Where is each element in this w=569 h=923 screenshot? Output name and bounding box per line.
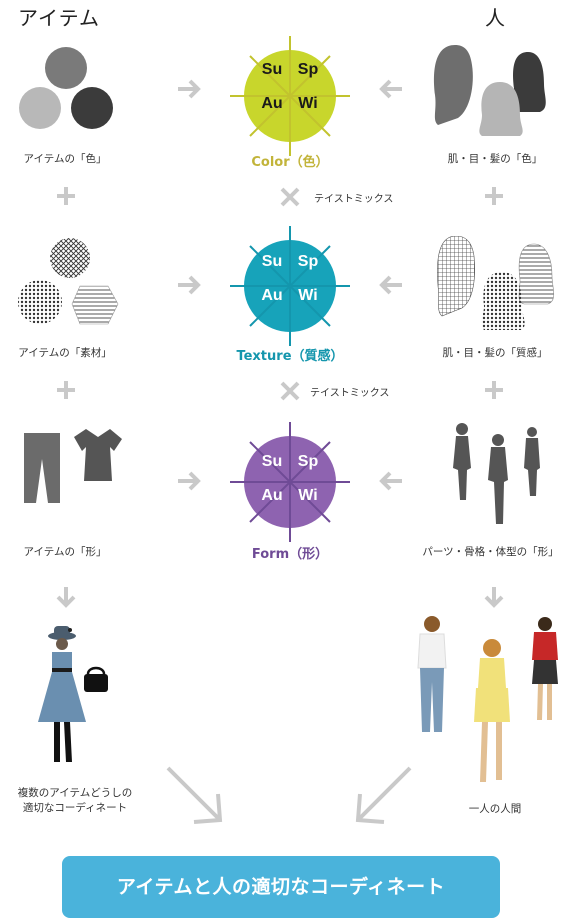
bottom-left-label-line2: 適切なコーディネート [22, 802, 128, 814]
arrow-right-icon [178, 79, 201, 99]
form-season-wheel: Su Sp Au Wi [230, 422, 350, 542]
arrow-left-icon [379, 275, 402, 295]
texture-label: Texture（質感） [236, 349, 344, 364]
bottom-right-label: 一人の人間 [468, 803, 522, 815]
season-au-label: Au [261, 95, 282, 112]
person-form-label: パーツ・骨格・体型の「形」 [422, 546, 559, 558]
arrow-left-icon [379, 79, 402, 99]
form-label: Form（形） [251, 547, 329, 562]
cross-icon [280, 381, 300, 401]
plus-icon [57, 381, 75, 399]
season-wi-label: Wi [298, 487, 317, 504]
season-su-label: Su [262, 61, 282, 78]
item-form-label: アイテムの「形」 [23, 546, 107, 558]
item-color-label: アイテムの「色」 [23, 153, 107, 165]
season-wi-label: Wi [298, 287, 317, 304]
person-texture-label: 肌・目・髪の「質感」 [442, 347, 548, 359]
season-au-label: Au [261, 487, 282, 504]
arrow-down-icon [56, 587, 76, 608]
hair-texture-silhouettes-icon [437, 236, 555, 330]
coordinated-outfit-illustration [38, 626, 108, 762]
season-au-label: Au [261, 287, 282, 304]
season-wi-label: Wi [298, 95, 317, 112]
season-su-label: Su [262, 453, 282, 470]
arrow-diagonal-down-left-icon [355, 766, 412, 824]
person-color-label: 肌・目・髪の「色」 [447, 153, 543, 165]
season-sp-label: Sp [298, 453, 319, 470]
cross-icon [280, 187, 300, 207]
texture-season-wheel: Su Sp Au Wi [230, 226, 350, 346]
plus-icon [57, 187, 75, 205]
arrow-down-icon [484, 587, 504, 608]
season-su-label: Su [262, 253, 282, 270]
taste-mix-label: テイストミックス [314, 194, 394, 205]
color-season-wheel: Su Sp Au Wi [230, 36, 350, 156]
arrow-diagonal-down-right-icon [166, 766, 223, 824]
season-sp-label: Sp [298, 61, 319, 78]
color-label: Color（色） [251, 155, 329, 170]
plus-icon [485, 187, 503, 205]
item-header: アイテム [18, 6, 100, 30]
item-texture-label: アイテムの「素材」 [18, 347, 112, 359]
arrow-right-icon [178, 471, 201, 491]
item-color-circles-icon [19, 47, 113, 129]
body-form-silhouettes-icon [453, 423, 540, 524]
bottom-left-label: 複数のアイテムどうしの 適切なコーディネート [0, 786, 150, 816]
plus-icon [485, 381, 503, 399]
bottom-left-label-line1: 複数のアイテムどうしの [17, 787, 133, 799]
season-sp-label: Sp [298, 253, 319, 270]
arrow-right-icon [178, 275, 201, 295]
result-banner: アイテムと人の適切なコーディネート [62, 856, 500, 918]
arrow-left-icon [379, 471, 402, 491]
taste-mix-label: テイストミックス [310, 388, 390, 399]
hair-color-silhouettes-icon [434, 45, 546, 136]
person-header: 人 [485, 6, 506, 30]
item-form-clothes-icon [24, 429, 122, 503]
people-illustration [417, 616, 558, 782]
item-texture-blobs-icon [18, 238, 119, 325]
